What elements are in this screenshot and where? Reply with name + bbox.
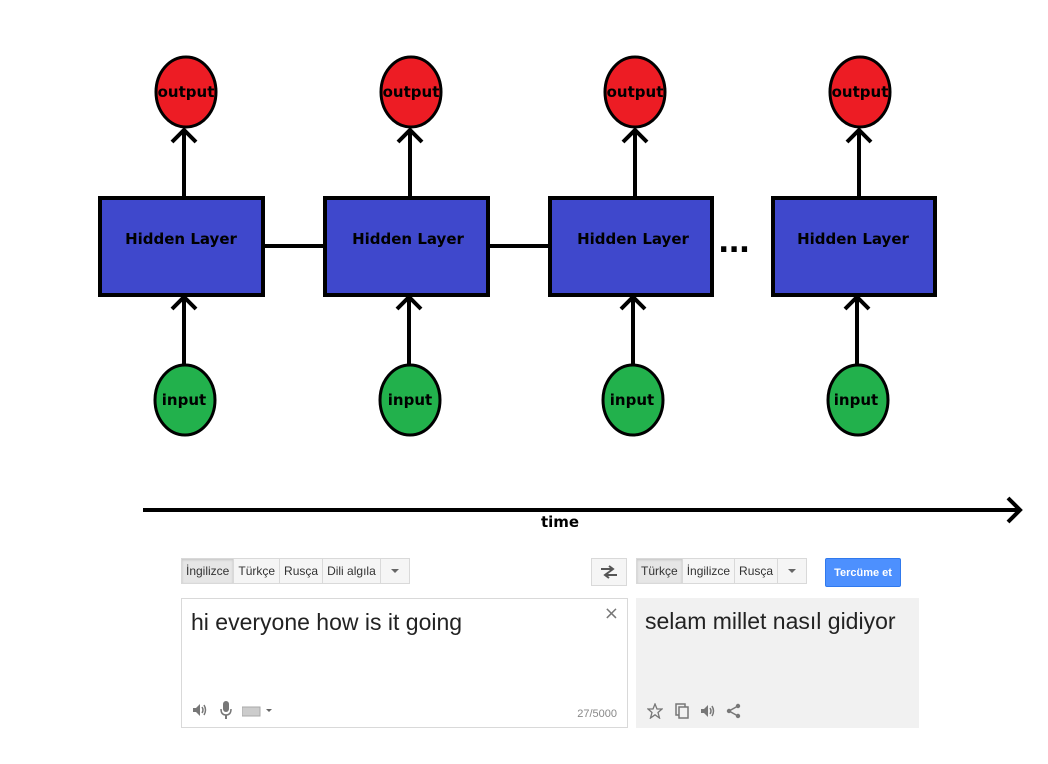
ellipsis: ... [718, 225, 749, 260]
source-lang-dropdown[interactable] [381, 559, 409, 583]
rnn-diagram: ... output Hidden Layer input output Hid… [98, 55, 1023, 531]
output-node [379, 55, 443, 129]
time-label: time [541, 513, 579, 531]
source-lang-english[interactable]: İngilizce [182, 559, 235, 583]
share-icon[interactable] [725, 703, 743, 719]
input-node [826, 363, 890, 437]
target-lang-turkish[interactable]: Türkçe [637, 559, 683, 583]
copy-icon[interactable] [673, 702, 691, 720]
hidden-layer-box [323, 196, 490, 297]
input-label: input [834, 391, 878, 409]
input-label: input [162, 391, 206, 409]
output-label: output [607, 83, 664, 101]
output-label: output [832, 83, 889, 101]
translation-result-area: selam millet nasıl gidiyor [636, 598, 919, 728]
output-node [828, 55, 892, 129]
character-count: 27/5000 [577, 708, 617, 720]
source-lang-detect[interactable]: Dili algıla [323, 559, 381, 583]
speaker-icon[interactable] [191, 702, 209, 718]
rnn-step: output Hidden Layer input [98, 55, 265, 437]
source-lang-turkish[interactable]: Türkçe [234, 559, 281, 583]
hidden-layer-box [548, 196, 714, 297]
keyboard-icon[interactable] [242, 704, 276, 718]
hidden-layer-label: Hidden Layer [577, 230, 689, 248]
input-label: input [388, 391, 432, 409]
output-label: output [158, 83, 215, 101]
hidden-layer-label: Hidden Layer [797, 230, 909, 248]
swap-icon [601, 565, 617, 579]
translated-text: selam millet nasıl gidiyor [645, 608, 896, 634]
target-lang-english[interactable]: İngilizce [683, 559, 736, 583]
target-language-bar: Türkçe İngilizce Rusça [636, 558, 808, 584]
microphone-icon[interactable] [218, 700, 234, 720]
output-node [603, 55, 667, 129]
rnn-step: output Hidden Layer input [323, 55, 490, 437]
hidden-layer-box [771, 196, 937, 297]
target-lang-dropdown[interactable] [778, 559, 806, 583]
speaker-icon[interactable] [699, 703, 717, 719]
chevron-down-icon [390, 569, 399, 573]
hidden-layer-label: Hidden Layer [352, 230, 464, 248]
input-label: input [610, 391, 654, 409]
source-text[interactable]: hi everyone how is it going [191, 609, 463, 635]
input-node [378, 363, 442, 437]
rnn-step: output Hidden Layer input [548, 55, 714, 437]
source-lang-russian[interactable]: Rusça [280, 559, 324, 583]
source-language-bar: İngilizce Türkçe Rusça Dili algıla [181, 558, 410, 584]
star-icon[interactable] [646, 702, 664, 720]
input-node [601, 363, 665, 437]
time-arrow [143, 496, 1023, 524]
rnn-step: output Hidden Layer input [771, 55, 937, 437]
output-node [154, 55, 218, 129]
chevron-down-icon [788, 569, 797, 573]
translate-button[interactable]: Tercüme et [825, 558, 901, 587]
hidden-layer-label: Hidden Layer [125, 230, 237, 248]
output-label: output [383, 83, 440, 101]
input-node [153, 363, 217, 437]
clear-text-button[interactable]: × [603, 603, 619, 624]
source-text-area[interactable]: hi everyone how is it going × 27/5000 [181, 598, 628, 728]
swap-languages-button[interactable] [591, 558, 627, 586]
target-lang-russian[interactable]: Rusça [735, 559, 779, 583]
hidden-layer-box [98, 196, 265, 297]
